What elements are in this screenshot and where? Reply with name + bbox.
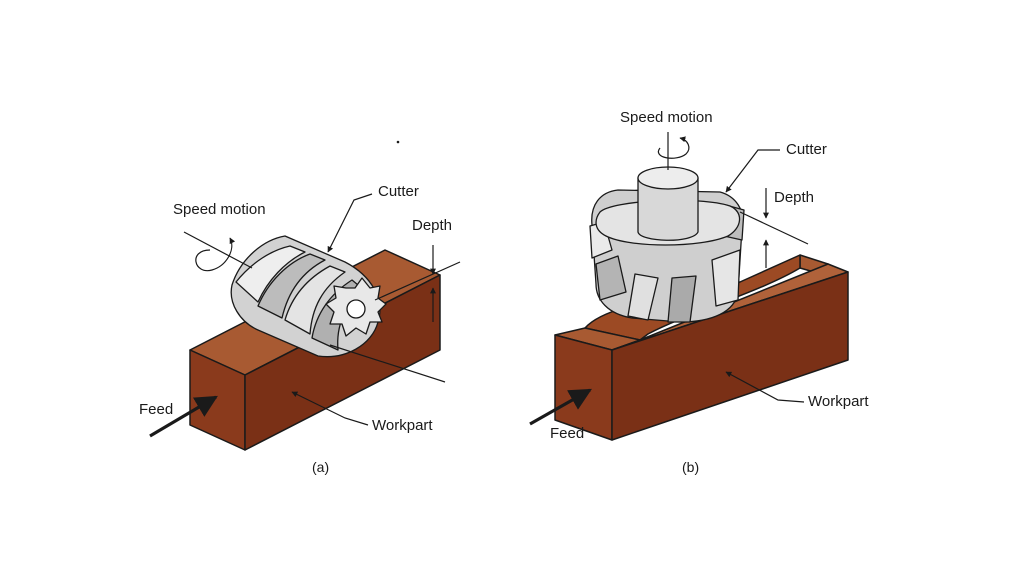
cutter-b-tooth-4 (667, 275, 697, 323)
workpart-leader-a (291, 391, 369, 426)
diagram-a-peripheral-milling: Speed motion Cutter Depth Feed Workpart … (139, 183, 461, 475)
cutter-a-flute-3 (284, 265, 346, 335)
cutter-b-shaft-top (637, 166, 699, 190)
label-feed-b: Feed (550, 425, 584, 442)
workpart-leader-b (725, 371, 805, 403)
label-workpart-a: Workpart (372, 417, 433, 434)
cutter-a-flute-2 (257, 253, 326, 319)
feed-arrow-b (529, 388, 592, 426)
label-cutter-b: Cutter (786, 141, 827, 158)
diagram-b-face-milling: Speed motion Cutter Depth Feed Workpart … (529, 109, 869, 475)
depth-ref-line-upper-a (374, 261, 461, 301)
cutter-b-tooth-5 (711, 249, 741, 307)
label-depth-a: Depth (412, 217, 452, 234)
cutter-b-tooth-2 (595, 255, 627, 301)
cutter-leader-b (725, 149, 780, 193)
label-cutter-a: Cutter (378, 183, 419, 200)
caption-b: (b) (682, 459, 699, 475)
cutter-b-shaft (637, 177, 699, 241)
label-workpart-b: Workpart (808, 393, 869, 410)
depth-ref-line-lower-a (329, 344, 446, 383)
feed-arrow-a (149, 395, 218, 438)
cutter-a-arbor-hole (346, 299, 366, 319)
depth-ref-line-upper-b (739, 211, 809, 245)
cutter-leader-a (327, 193, 373, 253)
speed-motion-indicator-b (657, 132, 690, 170)
cutter-b (589, 166, 745, 323)
stray-dot (396, 140, 400, 144)
label-feed-a: Feed (139, 401, 173, 418)
label-speed-motion-b: Speed motion (620, 109, 713, 126)
cutter-a (230, 235, 387, 358)
label-speed-motion-a: Speed motion (173, 201, 266, 218)
leader-lines-b (725, 149, 809, 403)
caption-a: (a) (312, 459, 329, 475)
label-depth-b: Depth (774, 189, 814, 206)
workpart-b-side-face (611, 271, 849, 441)
cutter-a-flute-1 (235, 245, 306, 303)
cutter-b-tooth-3 (627, 273, 659, 321)
leader-lines-a (291, 193, 461, 426)
speed-motion-indicator-a (183, 231, 253, 272)
